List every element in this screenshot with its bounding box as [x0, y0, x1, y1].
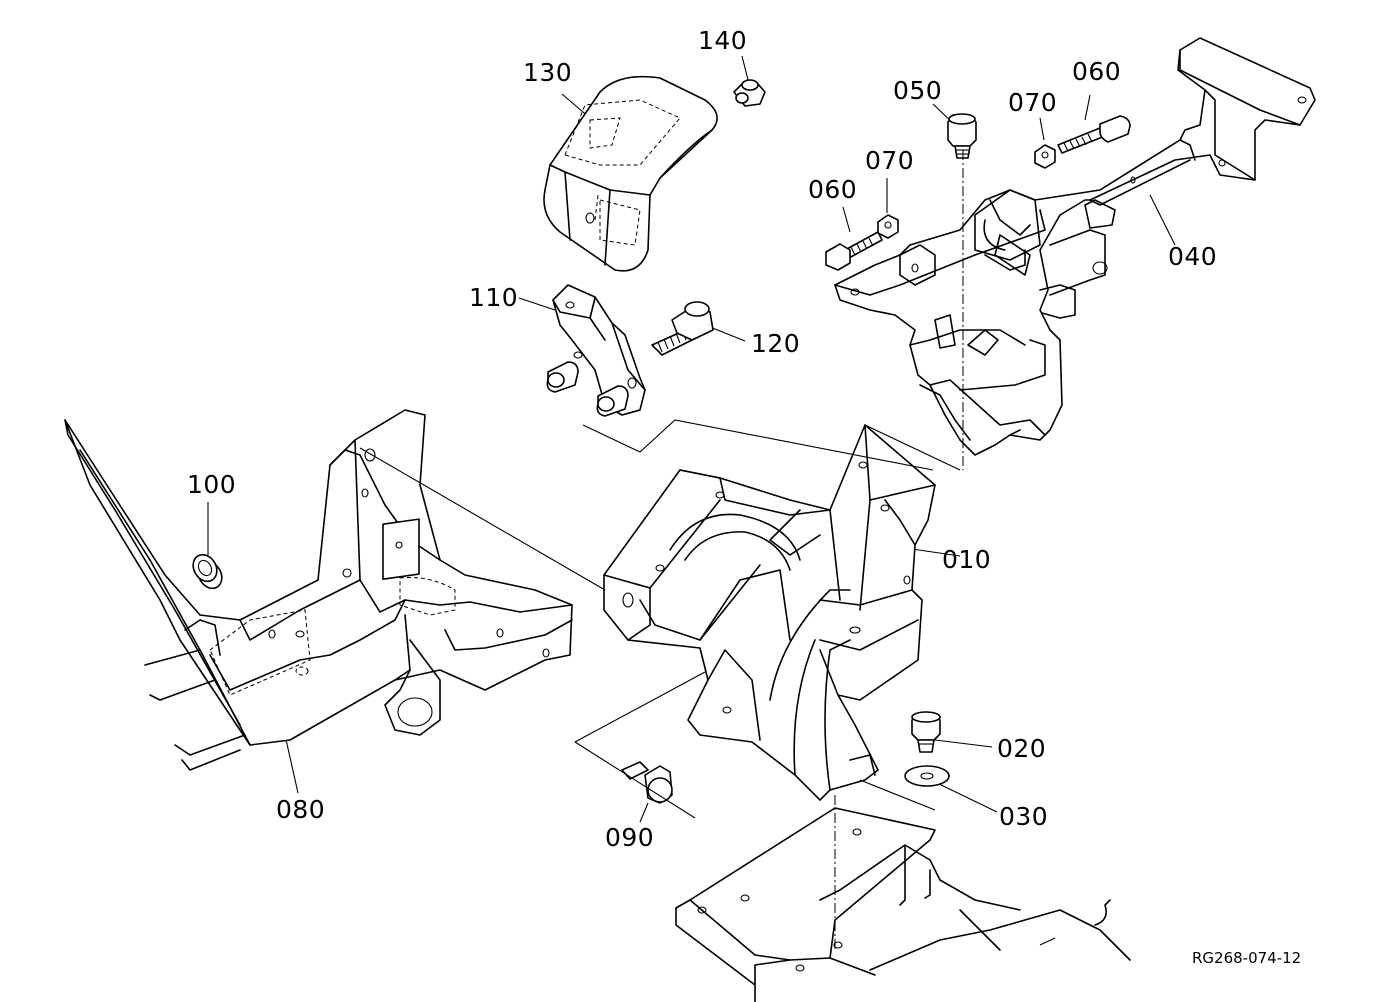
part-060-bolt-lower	[825, 231, 883, 271]
part-040-pedal-bracket	[834, 37, 1316, 456]
floor-plate	[675, 807, 1131, 1002]
part-110-pedal-arm	[546, 284, 646, 417]
callout-120: 120	[751, 329, 801, 358]
figure-reference: RG268-074-12	[1192, 949, 1302, 967]
callout-060-upper: 060	[1072, 57, 1122, 86]
part-080-frame-bracket	[64, 409, 573, 771]
callout-070-lower: 070	[865, 146, 915, 175]
callout-080: 080	[276, 795, 326, 824]
callout-020: 020	[997, 734, 1047, 763]
callout-090: 090	[605, 823, 655, 852]
callout-100: 100	[187, 470, 237, 499]
callout-050: 050	[893, 76, 943, 105]
callout-140: 140	[698, 26, 748, 55]
callout-130: 130	[523, 58, 573, 87]
callout-030: 030	[999, 802, 1049, 831]
part-010-pedestal-bracket	[603, 424, 936, 801]
part-090-bolt	[621, 761, 673, 804]
callout-040: 040	[1168, 242, 1218, 271]
part-120-bolt	[651, 301, 714, 356]
callout-010: 010	[942, 545, 992, 574]
callout-070-upper: 070	[1008, 88, 1058, 117]
callout-060-lower: 060	[808, 175, 858, 204]
callout-110: 110	[469, 283, 519, 312]
part-020-bolt	[911, 711, 941, 753]
part-070-nut-upper	[1034, 144, 1056, 169]
leader-lines	[207, 55, 1176, 823]
part-050-bolt	[947, 113, 977, 159]
part-130-pedal-pad	[543, 75, 718, 272]
part-070-nut-lower	[877, 214, 899, 239]
part-030-washer	[904, 765, 950, 787]
part-140-nut-bolt	[733, 79, 766, 107]
part-060-bolt-upper	[1057, 115, 1131, 154]
part-100-bushing	[192, 553, 223, 590]
assembly-lines	[359, 150, 964, 950]
